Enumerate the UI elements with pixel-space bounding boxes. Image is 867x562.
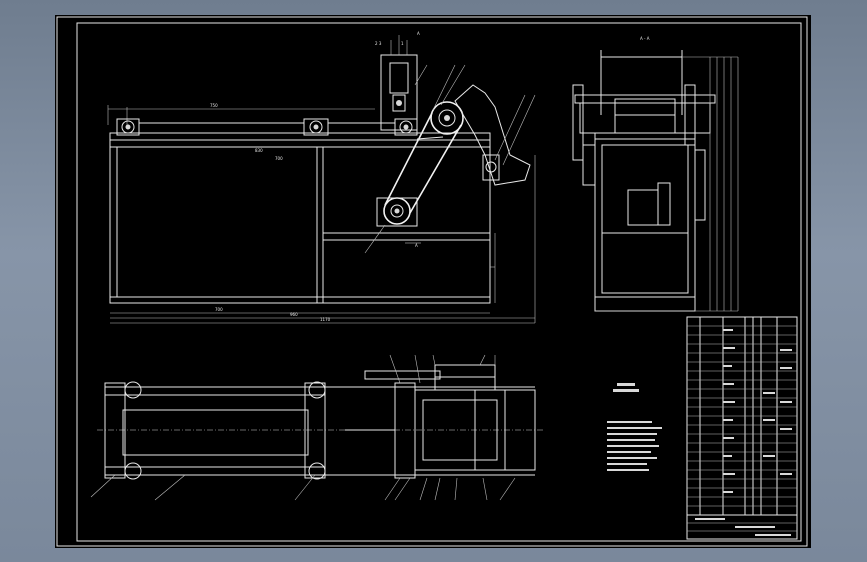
section-label: A - A [640, 36, 650, 41]
svg-text:1: 1 [401, 41, 404, 46]
cad-viewport[interactable]: 750 830 700 [55, 15, 811, 548]
svg-text:2 3: 2 3 [375, 41, 382, 46]
svg-text:830: 830 [255, 148, 263, 153]
outer-border [56, 16, 808, 547]
svg-text:700: 700 [275, 156, 283, 161]
top-roller [122, 409, 309, 456]
front-view: 750 830 700 [107, 31, 536, 324]
svg-text:A: A [417, 31, 420, 36]
svg-text:960: 960 [290, 312, 298, 317]
parts-rows [687, 325, 797, 532]
svg-text:700: 700 [215, 307, 223, 312]
chain-guard [454, 84, 531, 186]
top-view [90, 354, 545, 501]
frame-panel-left [116, 146, 318, 298]
bearing-block-left [116, 118, 140, 136]
parts-list [686, 316, 798, 540]
svg-text:750: 750 [210, 103, 218, 108]
svg-text:A: A [415, 243, 418, 248]
mechanical-drawing: 750 830 700 [56, 16, 808, 547]
technical-notes [607, 383, 662, 471]
svg-text:1170: 1170 [320, 317, 331, 322]
gearbox [414, 389, 506, 471]
bearing-block-mid [303, 118, 329, 136]
drive-pulley [430, 101, 464, 135]
motor-body [627, 189, 659, 226]
inner-frame [76, 22, 802, 542]
side-roller [614, 98, 676, 134]
side-view: A - A [572, 36, 739, 312]
frame-outer [109, 132, 491, 304]
